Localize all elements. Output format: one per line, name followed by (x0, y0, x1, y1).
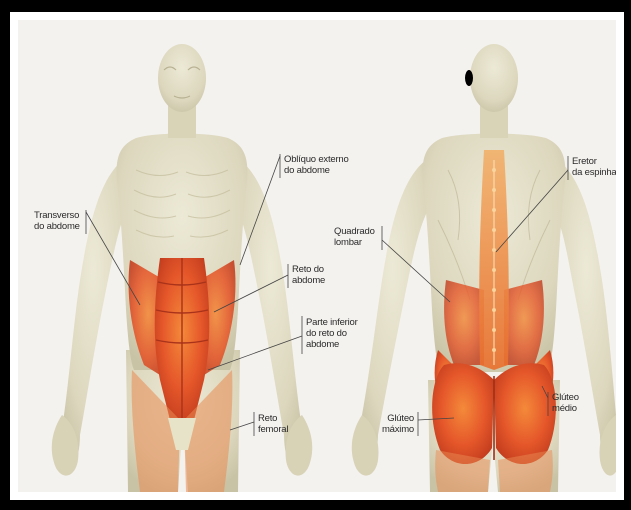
label-parte-inferior: Parte inferior do reto do abdome (306, 317, 358, 350)
label-transverso: Transverso do abdome (34, 210, 80, 232)
label-line: do abdome (284, 165, 349, 176)
label-line: Glúteo (552, 392, 579, 403)
label-line: abdome (306, 339, 358, 350)
anatomy-illustration: Oblíquo externo do abdome Transverso do … (18, 20, 616, 492)
label-reto-abdome: Reto do abdome (292, 264, 325, 286)
label-line: Quadrado (334, 226, 375, 237)
anatomy-figures (18, 20, 616, 492)
label-quadrado-lombar: Quadrado lombar (334, 226, 375, 248)
label-eretor-espinha: Eretor da espinha (572, 156, 616, 178)
label-line: médio (552, 403, 579, 414)
label-line: Eretor (572, 156, 616, 167)
label-gluteo-medio: Glúteo médio (552, 392, 579, 414)
label-line: abdome (292, 275, 325, 286)
label-obliquo-externo: Oblíquo externo do abdome (284, 154, 349, 176)
image-canvas: Oblíquo externo do abdome Transverso do … (10, 12, 624, 500)
label-line: Parte inferior (306, 317, 358, 328)
label-line: da espinha (572, 167, 616, 178)
label-line: femoral (258, 424, 288, 435)
label-line: Glúteo (380, 413, 414, 424)
label-line: do abdome (34, 221, 80, 232)
label-line: Oblíquo externo (284, 154, 349, 165)
label-line: do reto do (306, 328, 358, 339)
label-reto-femoral: Reto femoral (258, 413, 288, 435)
label-line: Reto (258, 413, 288, 424)
label-line: Reto do (292, 264, 325, 275)
label-line: Transverso (34, 210, 80, 221)
label-line: lombar (334, 237, 375, 248)
label-line: máximo (380, 424, 414, 435)
label-gluteo-maximo: Glúteo máximo (380, 413, 414, 435)
